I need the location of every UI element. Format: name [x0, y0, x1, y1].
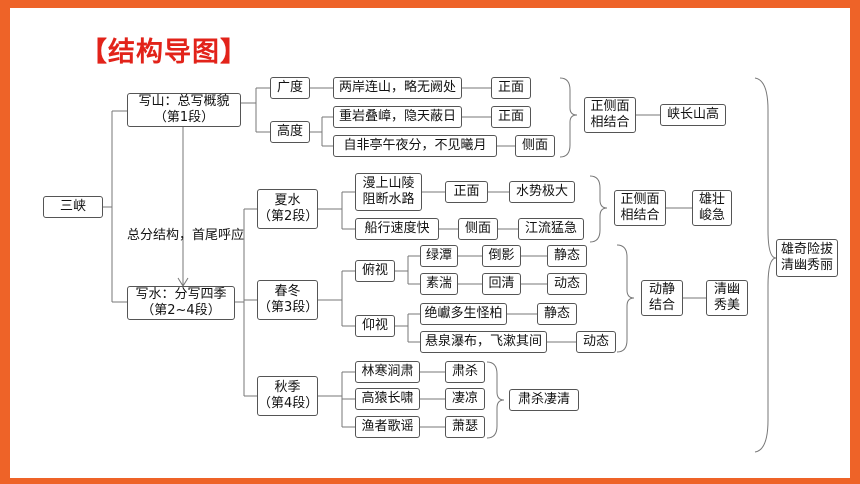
autumn-result: 肃杀凄清 — [509, 389, 579, 411]
summer-bracket — [589, 175, 608, 243]
summer-effect-2: 江流猛急 — [518, 218, 584, 240]
look-down-connector — [395, 255, 420, 285]
summer-view-2: 侧面 — [458, 218, 498, 240]
mountain-view-2: 正面 — [491, 106, 531, 128]
summer-item-2: 船行速度快 — [355, 218, 439, 240]
mountain-bracket — [559, 77, 578, 158]
summer-method: 正侧面 相结合 — [614, 190, 666, 226]
spring-result: 清幽 秀美 — [706, 280, 748, 316]
bottom-strip — [0, 478, 860, 484]
summer-view-1: 正面 — [445, 181, 488, 203]
spring-node: 春冬 （第3段） — [257, 280, 318, 320]
mountain-result: 峡长山高 — [660, 104, 726, 126]
spring-bracket — [616, 244, 635, 353]
summer-view-connectors — [422, 191, 518, 230]
height-node: 高度 — [270, 121, 310, 143]
water-connector — [235, 208, 257, 397]
spring-up-item-1: 绝巘多生怪柏 — [420, 303, 507, 325]
mountain-item-1: 两岸连山，略无阙处 — [333, 77, 462, 99]
spring-up-state-2: 动态 — [576, 331, 616, 353]
summer-item-1: 漫上山陵 阻断水路 — [355, 173, 422, 211]
spring-down-state-2: 动态 — [547, 273, 587, 295]
root-connector — [103, 110, 127, 303]
spring-down-item-2: 素湍 — [420, 273, 458, 295]
autumn-node: 秋季 （第4段） — [257, 376, 318, 416]
spring-down-mid-1: 倒影 — [482, 245, 521, 267]
page-title: 【结构导图】 — [80, 37, 248, 68]
summer-connector — [318, 191, 355, 230]
autumn-feel-connectors — [420, 371, 445, 428]
mountain-method: 正侧面 相结合 — [584, 97, 636, 133]
summer-result: 雄壮 峻急 — [692, 190, 732, 226]
spring-up-item-2: 悬泉瀑布，飞漱其间 — [420, 331, 547, 353]
water-node: 写水：分写四季 （第2~4段） — [127, 286, 235, 320]
autumn-feel-2: 凄凉 — [445, 388, 485, 410]
autumn-bracket — [486, 361, 505, 439]
mountain-view-3: 侧面 — [515, 135, 555, 157]
spring-method: 动静 结合 — [641, 280, 683, 316]
summer-node: 夏水 （第2段） — [257, 189, 318, 229]
root-node: 三峡 — [43, 196, 103, 218]
spring-down-mid-2: 回清 — [482, 273, 521, 295]
mountain-view-connectors — [462, 87, 515, 147]
final-summary: 雄奇险拔 清幽秀丽 — [776, 239, 838, 277]
autumn-item-1: 林寒涧肃 — [355, 361, 420, 383]
height-connector — [310, 116, 333, 147]
mountain-connector — [241, 87, 270, 133]
spring-connector — [318, 270, 355, 327]
mountain-node: 写山：总写概貌 （第1段） — [127, 93, 241, 127]
spring-down-item-1: 绿潭 — [420, 245, 458, 267]
autumn-feel-1: 肃杀 — [445, 361, 485, 383]
look-up-connector — [395, 313, 420, 343]
link-text: 总分结构，首尾呼应 — [127, 228, 245, 243]
autumn-item-3: 渔者歌谣 — [355, 416, 420, 438]
autumn-feel-3: 萧瑟 — [445, 416, 485, 438]
autumn-item-2: 高猿长啸 — [355, 388, 420, 410]
spring-up-state-1: 静态 — [537, 303, 577, 325]
final-bracket — [754, 77, 777, 453]
breadth-node: 广度 — [270, 77, 310, 99]
spring-up-state-connectors — [507, 313, 576, 343]
autumn-connector — [318, 371, 355, 428]
spring-down-state-1: 静态 — [547, 245, 587, 267]
mountain-item-2: 重岩叠嶂，隐天蔽日 — [333, 106, 462, 128]
look-up-node: 仰视 — [355, 315, 395, 337]
mountain-view-1: 正面 — [491, 77, 531, 99]
look-down-node: 俯视 — [355, 260, 395, 282]
spring-down-mid-connectors — [458, 255, 547, 285]
mountain-item-3: 自非亭午夜分，不见曦月 — [333, 135, 497, 157]
summer-effect-1: 水势极大 — [509, 181, 575, 203]
